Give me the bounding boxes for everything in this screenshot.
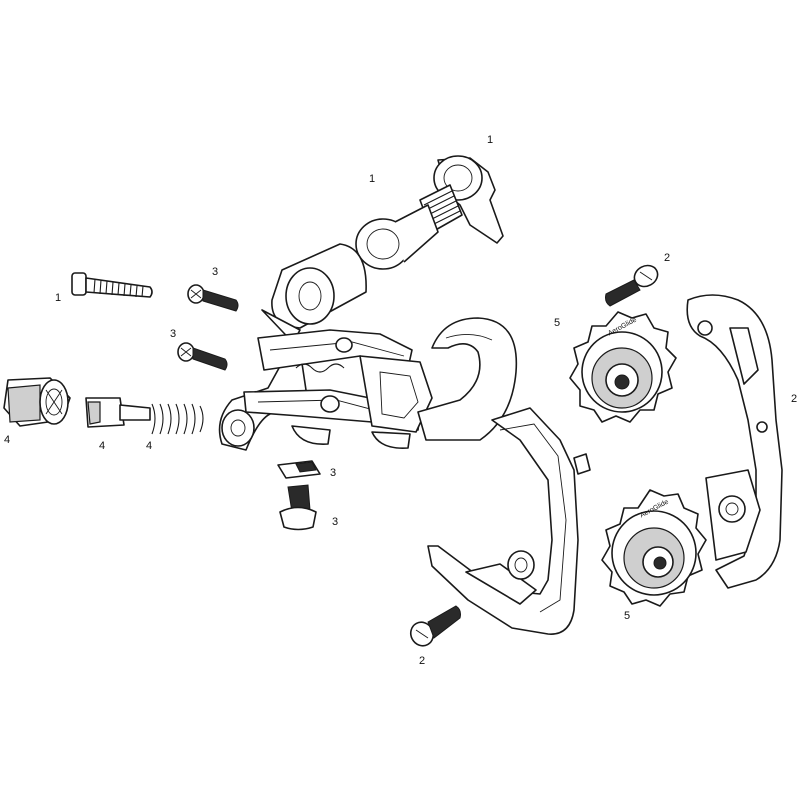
cable-clamp-washer bbox=[277, 460, 321, 479]
barrel-adjuster-body bbox=[85, 397, 151, 428]
b-bolt-bushing bbox=[355, 204, 439, 270]
callout-pulley-upper: 5 bbox=[554, 317, 560, 329]
pulley-bolt-upper bbox=[605, 264, 659, 307]
callout-barrel-adjuster-body: 4 bbox=[99, 440, 105, 452]
callout-barrel-spring: 4 bbox=[146, 440, 152, 452]
callout-mount-bolt-long: 1 bbox=[55, 292, 61, 304]
pulley-wheel-lower: AeroGlide bbox=[601, 489, 707, 607]
callout-limit-screw-upper: 3 bbox=[212, 266, 218, 278]
derailleur-main-body bbox=[218, 243, 518, 451]
cable-clamp-bolt bbox=[279, 484, 317, 531]
mount-bolt-long bbox=[71, 272, 153, 298]
callout-outer-cage-plate: 2 bbox=[791, 393, 797, 405]
callout-limit-screw-lower: 3 bbox=[170, 328, 176, 340]
callout-pulley-lower: 5 bbox=[624, 610, 630, 622]
callout-b-bolt-small: 1 bbox=[369, 173, 375, 185]
callout-barrel-adjuster-cap: 4 bbox=[4, 434, 10, 446]
inner-cage-plate bbox=[427, 407, 591, 635]
callout-b-bolt-outer: 1 bbox=[487, 134, 493, 146]
pulley-wheel-upper: AeroGlide bbox=[569, 311, 677, 423]
pulley-bolt-lower bbox=[409, 605, 461, 647]
outer-cage-plate bbox=[686, 294, 783, 589]
limit-screw-upper bbox=[187, 284, 239, 312]
callout-cable-clamp-bottom: 3 bbox=[332, 516, 338, 528]
callout-pulley-bolt-upper: 2 bbox=[664, 252, 670, 264]
limit-screw-lower bbox=[177, 342, 228, 371]
callout-pulley-bolt-lower: 2 bbox=[419, 655, 425, 667]
callout-cable-clamp-top: 3 bbox=[330, 467, 336, 479]
barrel-spring bbox=[151, 403, 204, 435]
barrel-adjuster-cap bbox=[3, 377, 71, 427]
